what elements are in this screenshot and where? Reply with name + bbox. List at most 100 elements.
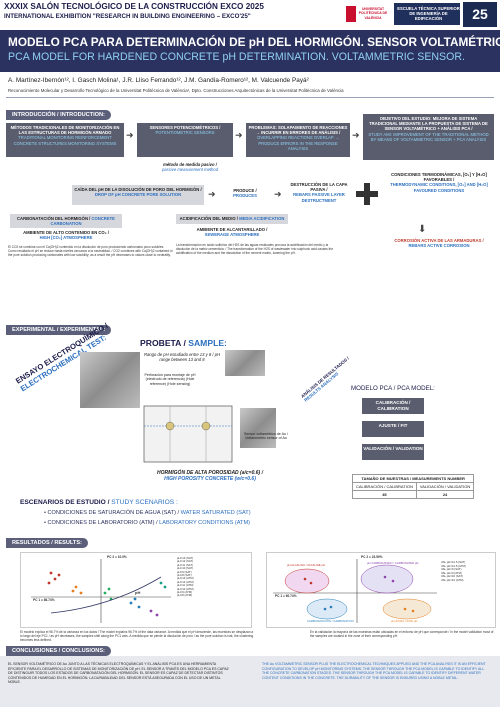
upv-logo: UNIVERSITAT POLITÈCNICA DE VALÈNCIA (346, 4, 388, 24)
sample-size-header: TAMAÑO DE MUESTRAS / MEASUREMENTS NUMBER (351, 474, 475, 483)
calibration-count: 45 (352, 490, 417, 499)
carbonation-cluster-label: CARBONATACIÓN / CARBONATION (307, 619, 354, 623)
conclusions-en: THE Au VOLTAMMETRIC SENSOR PLUS THE ELEC… (262, 662, 486, 680)
sensor-photo (240, 408, 276, 448)
intro-section-header: INTRODUCCIÓN / INTRODUCTION: (6, 110, 111, 120)
pca-scores-plot-left (31, 559, 171, 623)
left-legend-entry: pH=12 (SAT) (177, 559, 194, 564)
active-corrosion-es: CORROSIÓN ACTIVA DE LAS ARMADURAS / (394, 238, 484, 243)
scenario-saturated: • CONDICIONES DE SATURACIÓN DE AGUA (SAT… (44, 510, 251, 516)
conclusions-section-header: CONCLUSIONES / CONCLUSIONS: (6, 646, 111, 656)
faculty-logo-text: ESCUELA TÉCNICA SUPERIOR DE INGENIERÍA D… (397, 6, 460, 22)
scenario-laboratory: • CONDICIONES DE LABORATORIO (ATM) / LAB… (44, 520, 250, 526)
right-pc2-label: PC 2 = 23.59% (361, 555, 383, 559)
event-title: XXXIX SALÓN TECNOLÓGICO DE LA CONSTRUCCI… (4, 2, 264, 11)
carbonation-es: CARBONATACIÓN DEL HORMIGÓN / (17, 216, 91, 221)
conclusions-panel: EL SENSOR VOLTAMÉTRICO DE Au JUNTO A LAS… (0, 656, 500, 707)
produces-en: PRODUCES (233, 193, 257, 199)
conclusions-es: EL SENSOR VOLTAMÉTRICO DE Au JUNTO A LAS… (8, 662, 229, 685)
calibration-step: CALIBRACIÓN / CALIBRATION (362, 398, 424, 414)
results-note-right: En la validación la mayoría de las muest… (310, 630, 494, 638)
potentiometric-box: SENSORES POTENCIOMÉTRICOS / POTENTIOMETR… (137, 123, 233, 157)
right-legend-entry: VAL pH=9 (ATM) (441, 570, 462, 575)
left-legend-entry: pH=11 (SAT) (177, 562, 193, 567)
left-legend-entry: pH=10 (ATM) (177, 586, 194, 591)
traditional-methods-box: MÉTODOS TRADICIONALES DE MONITORIZACIÓN … (6, 123, 124, 157)
right-legend-entry: VAL pH=10 (SAT) (441, 574, 463, 579)
calibration-col-header: CALIBRACIÓN / CALIBRATION (352, 482, 417, 491)
plus-icon (356, 183, 378, 205)
left-pc2-label: PC 2 = 10.0% (107, 555, 127, 559)
thermodynamic-en: THERMODYNAMIC CONDITIONS, [O₂] AND [H₂O]… (390, 182, 488, 193)
produces-label: PRODUCE / PRODUCES (220, 188, 270, 198)
left-pc1-label: PC 1 = 86.74% (33, 598, 55, 602)
thermodynamic-es: CONDICIONES TERMODINÁMICAS, [O₂] Y [H₂O]… (391, 172, 487, 183)
results-note-left: El modelo explica el 96.7% de la varianz… (20, 630, 254, 642)
carbonation-en: CONCRETE CARBONATION (50, 216, 115, 227)
right-legend-entry: VAL pH=12.5 (SAT) (441, 560, 466, 564)
arrow-down-icon: ⬇ (418, 224, 427, 235)
thermodynamic-label: CONDICIONES TERMODINÁMICAS, [O₂] Y [H₂O]… (384, 172, 494, 193)
carbonated-cluster-label: pH CARBONATADO / CARBONATED pH (367, 561, 419, 565)
left-legend-entry: pH=9 (ATM) (177, 590, 193, 595)
passive-layer-es: DESTRUCCIÓN DE LA CAPA PASIVA / (290, 182, 348, 193)
traditional-methods-es: MÉTODOS TRADICIONALES DE MONITORIZACIÓN … (10, 125, 120, 136)
sample-title: PROBETA / SAMPLE: (140, 338, 227, 348)
affiliation: Reconocimiento Molecular y Desarrollo Te… (8, 88, 344, 93)
results-analysis-en: RESULTS ANALYSIS (303, 371, 340, 403)
left-legend-entry: pH=8 (SAT) (177, 573, 192, 578)
sample-size-table: TAMAÑO DE MUESTRAS / MEASUREMENTS NUMBER… (351, 474, 475, 499)
fit-step: AJUSTE / FIT (362, 421, 424, 437)
problems-en: OVERLAPPING REACTIONS OVERLAP → PRODUCE … (257, 135, 339, 151)
sensor-label: Sensor voltamétrico de Au / Voltammetric… (244, 432, 288, 441)
problems-box: PROBLEMAS: SOLAPAMIENTO DE REACCIONES → … (246, 123, 350, 157)
left-legend-entry: pH=12 (ATM) (177, 579, 194, 584)
concrete-en: HIGH POROSITY CONCRETE (w/c=0.6) (164, 476, 256, 483)
upv-logo-mark (346, 6, 356, 22)
carbonation-box: CARBONATACIÓN DEL HORMIGÓN / CONCRETE CA… (10, 214, 122, 228)
sample-title-en: SAMPLE: (188, 338, 227, 348)
pca-scores-chart-left: PC 2 = 10.0% PC 1 = 86.74% pH pH=13 (SAT… (20, 552, 252, 628)
active-corrosion-en: REBARS ACTIVE CORROSION (408, 243, 470, 249)
scenarios-title-es: ESCENARIOS DE ESTUDIO / (20, 499, 110, 506)
results-section-header: RESULTADOS / RESULTS: (6, 538, 88, 548)
specimen-photo (225, 350, 265, 376)
ph-drop-box: CAÍDA DEL pH DE LA DISOLUCIÓN DE PORO DE… (72, 185, 204, 205)
study-aim-en: STUDY AIM: IMPROVEMENT OF THE TRADITIONA… (368, 131, 489, 142)
experimental-section-header: EXPERIMENTAL / EXPERIMENTAL: (6, 325, 112, 335)
potentiometric-en: POTENTIOMETRIC SENSORS (155, 130, 215, 136)
left-legend-entry: pH=13 (ATM) (177, 576, 194, 581)
high-co2-es: AMBIENTE DE ALTO CONTENIDO EN CO₂ / (23, 230, 109, 235)
study-aim-es: OBJETIVO DEL ESTUDIO: MEJORA DE SISTEMA … (369, 116, 488, 132)
right-legend: VAL pH=12.5 (SAT) VAL pH=12.5 (ATM) VAL … (441, 560, 493, 583)
validation-step: VALIDACIÓN / VALIDATION (362, 444, 424, 460)
scenario-saturated-en: WATER SATURATED (SAT) (180, 510, 251, 516)
results-analysis-label: ANÁLISIS DE RESULTADOS / RESULTS ANALYSI… (300, 356, 353, 403)
left-legend: pH=13 (SAT) pH=12 (SAT) pH=11 (SAT) pH=1… (177, 556, 249, 598)
arrow-right-icon: ➜ (126, 130, 134, 140)
title-band: MODELO PCA PARA DETERMINACIÓN DE pH DEL … (0, 30, 500, 72)
left-legend-entry: pH=10 (SAT) (177, 566, 194, 571)
active-corrosion-label: CORROSIÓN ACTIVA DE LAS ARMADURAS / REBA… (384, 238, 494, 248)
alkaline-cluster-label: pH ALCALINO / ALKALINE pH (287, 563, 325, 567)
event-subtitle: INTERNATIONAL EXHIBITION "RESEARCH IN BU… (4, 13, 251, 20)
acidification-box: ACIDIFICACIÓN DEL MEDIO / MEDIA ACIDIFIC… (176, 214, 288, 224)
sample-title-es: PROBETA / (140, 338, 186, 348)
faculty-logo: ESCUELA TÉCNICA SUPERIOR DE INGENIERÍA D… (394, 3, 460, 25)
authors: A. Martínez-Ibernón¹², I. Gasch Molina¹,… (8, 77, 309, 84)
lab-setup-photo (80, 352, 140, 408)
results-analysis-es: ANÁLISIS DE RESULTADOS / (300, 355, 351, 399)
right-legend-entry: VAL pH=10 (ATM) (441, 577, 464, 582)
ph-drop-en: DROP OF pH CONCRETE PORE SOLUTION (94, 192, 182, 198)
scenarios-title-en: STUDY SCENARIOS : (111, 499, 178, 506)
scenarios-title: ESCENARIOS DE ESTUDIO / STUDY SCENARIOS … (20, 499, 178, 506)
high-co2-label: AMBIENTE DE ALTO CONTENIDO EN CO₂ / HIGH… (10, 230, 122, 240)
title-en: PCA MODEL FOR HARDENED CONCRETE pH DETER… (8, 51, 465, 63)
potentiometric-es: SENSORES POTENCIOMÉTRICOS / (149, 125, 221, 130)
title-es: MODELO PCA PARA DETERMINACIÓN DE pH DEL … (8, 35, 500, 49)
left-legend-entry: pH=8 (ATM) (177, 593, 193, 598)
sewerage-en: SEWERAGE ATMOSPHERE (204, 232, 260, 238)
scenario-laboratory-es: CONDICIONES DE LABORATORIO (ATM) / (47, 520, 158, 526)
arrow-right-icon: ➜ (208, 189, 216, 199)
